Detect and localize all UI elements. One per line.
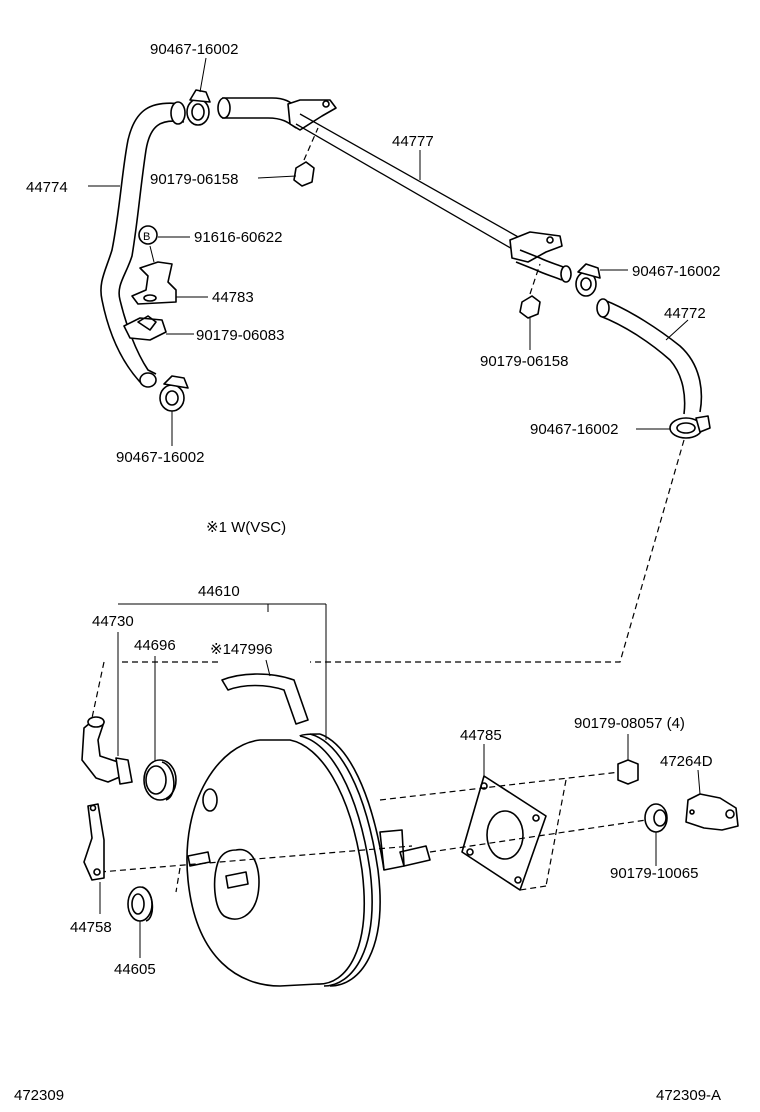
hose-clamp-top-left — [186, 57, 211, 126]
leader-44610 — [117, 603, 327, 764]
clip-top — [293, 127, 319, 187]
assembly-lines — [99, 771, 647, 893]
label-gasket-vsc: ※147996 — [210, 641, 273, 658]
label-hose-right: 44772 — [664, 305, 706, 322]
label-bracket-small: 44758 — [70, 919, 112, 936]
hose-44772 — [596, 298, 703, 415]
seal-44605 — [127, 886, 154, 958]
nut-90179-06083 — [123, 315, 167, 341]
label-nut-clevis: 90179-10065 — [610, 865, 698, 882]
label-nut-4: 90179-08057 (4) — [574, 715, 685, 732]
plate-44785 — [461, 744, 547, 891]
label-hose-clamp-bottom-left: 90467-16002 — [116, 449, 204, 466]
brake-booster — [186, 733, 431, 987]
bracket-44783 — [131, 225, 177, 305]
bracket-44758 — [83, 803, 105, 914]
hose-clamp-bottom-left — [159, 375, 189, 412]
hose-clamp-right-lower — [669, 415, 711, 439]
label-bolt-b: 91616-60622 — [194, 229, 282, 246]
label-hose-clamp-right-lower: 90467-16002 — [530, 421, 618, 438]
check-valve-union — [81, 716, 133, 785]
label-page-id-right: 472309-A — [656, 1087, 721, 1104]
label-hose-left: 44774 — [26, 179, 68, 196]
clip-mid — [519, 263, 541, 319]
dash-union-drop — [91, 661, 105, 719]
label-booster-assy: 44610 — [198, 583, 240, 600]
label-nut: 90179-06083 — [196, 327, 284, 344]
label-hose-clamp-top-left: 90467-16002 — [150, 41, 238, 58]
label-bracket: 44783 — [212, 289, 254, 306]
part-labels: 90467-16002 44774 90179-06158 B 91616-60… — [14, 41, 721, 1104]
label-clevis: 47264D — [660, 753, 713, 770]
dash-vacuum-route — [310, 439, 685, 663]
label-page-id-left: 472309 — [14, 1087, 64, 1104]
label-check-valve-union: 44730 — [92, 613, 134, 630]
label-plate: 44785 — [460, 727, 502, 744]
leader-lines — [88, 150, 689, 446]
nut-90179-10065 — [644, 803, 668, 866]
clevis-47264D — [685, 769, 739, 831]
label-grommet: 44696 — [134, 637, 176, 654]
label-clip-top: 90179-06158 — [150, 171, 238, 188]
label-hose-clamp-right: 90467-16002 — [632, 263, 720, 280]
pipe-44777 — [217, 97, 572, 283]
hose-44774 — [100, 101, 186, 388]
gasket-147996 — [221, 659, 309, 725]
label-clip-mid: 90179-06158 — [480, 353, 568, 370]
label-pipe: 44777 — [392, 133, 434, 150]
label-seal: 44605 — [114, 961, 156, 978]
label-note-vsc: ※1 W(VSC) — [206, 519, 286, 536]
label-b-marker: B — [143, 231, 150, 243]
grommet-44696 — [143, 759, 177, 801]
booster-studs — [187, 851, 249, 889]
nut-90179-08057 — [617, 734, 639, 785]
hose-clamp-right — [575, 263, 601, 297]
